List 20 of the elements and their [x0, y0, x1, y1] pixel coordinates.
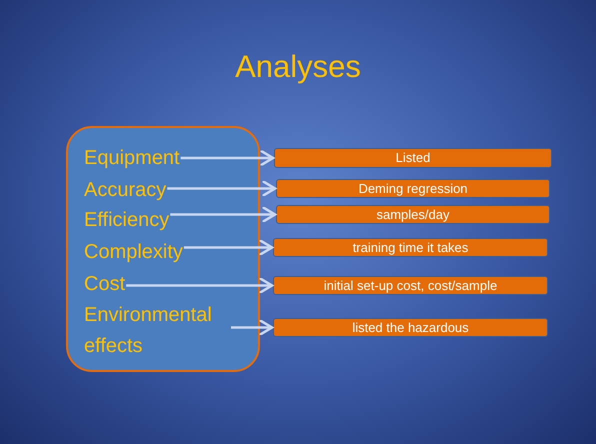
category-label: Environmental effects	[84, 300, 230, 362]
result-box: training time it takes	[273, 238, 548, 257]
arrow	[180, 149, 274, 167]
group-panel	[66, 126, 260, 372]
category-label: Efficiency	[84, 205, 170, 236]
arrow	[126, 276, 274, 294]
result-box: initial set-up cost, cost/sample	[273, 276, 548, 295]
arrow	[184, 238, 274, 256]
category-label: Accuracy	[84, 175, 166, 206]
result-box: Listed	[274, 148, 552, 168]
arrow	[167, 180, 276, 198]
category-label: Equipment	[84, 143, 180, 174]
result-box: listed the hazardous	[273, 318, 548, 337]
arrow	[231, 318, 274, 336]
arrow	[170, 206, 276, 224]
result-box: Deming regression	[276, 179, 550, 198]
result-box: samples/day	[276, 205, 550, 224]
category-label: Cost	[84, 269, 126, 300]
category-label: Complexity	[84, 237, 183, 268]
slide-title: Analyses	[234, 48, 362, 86]
